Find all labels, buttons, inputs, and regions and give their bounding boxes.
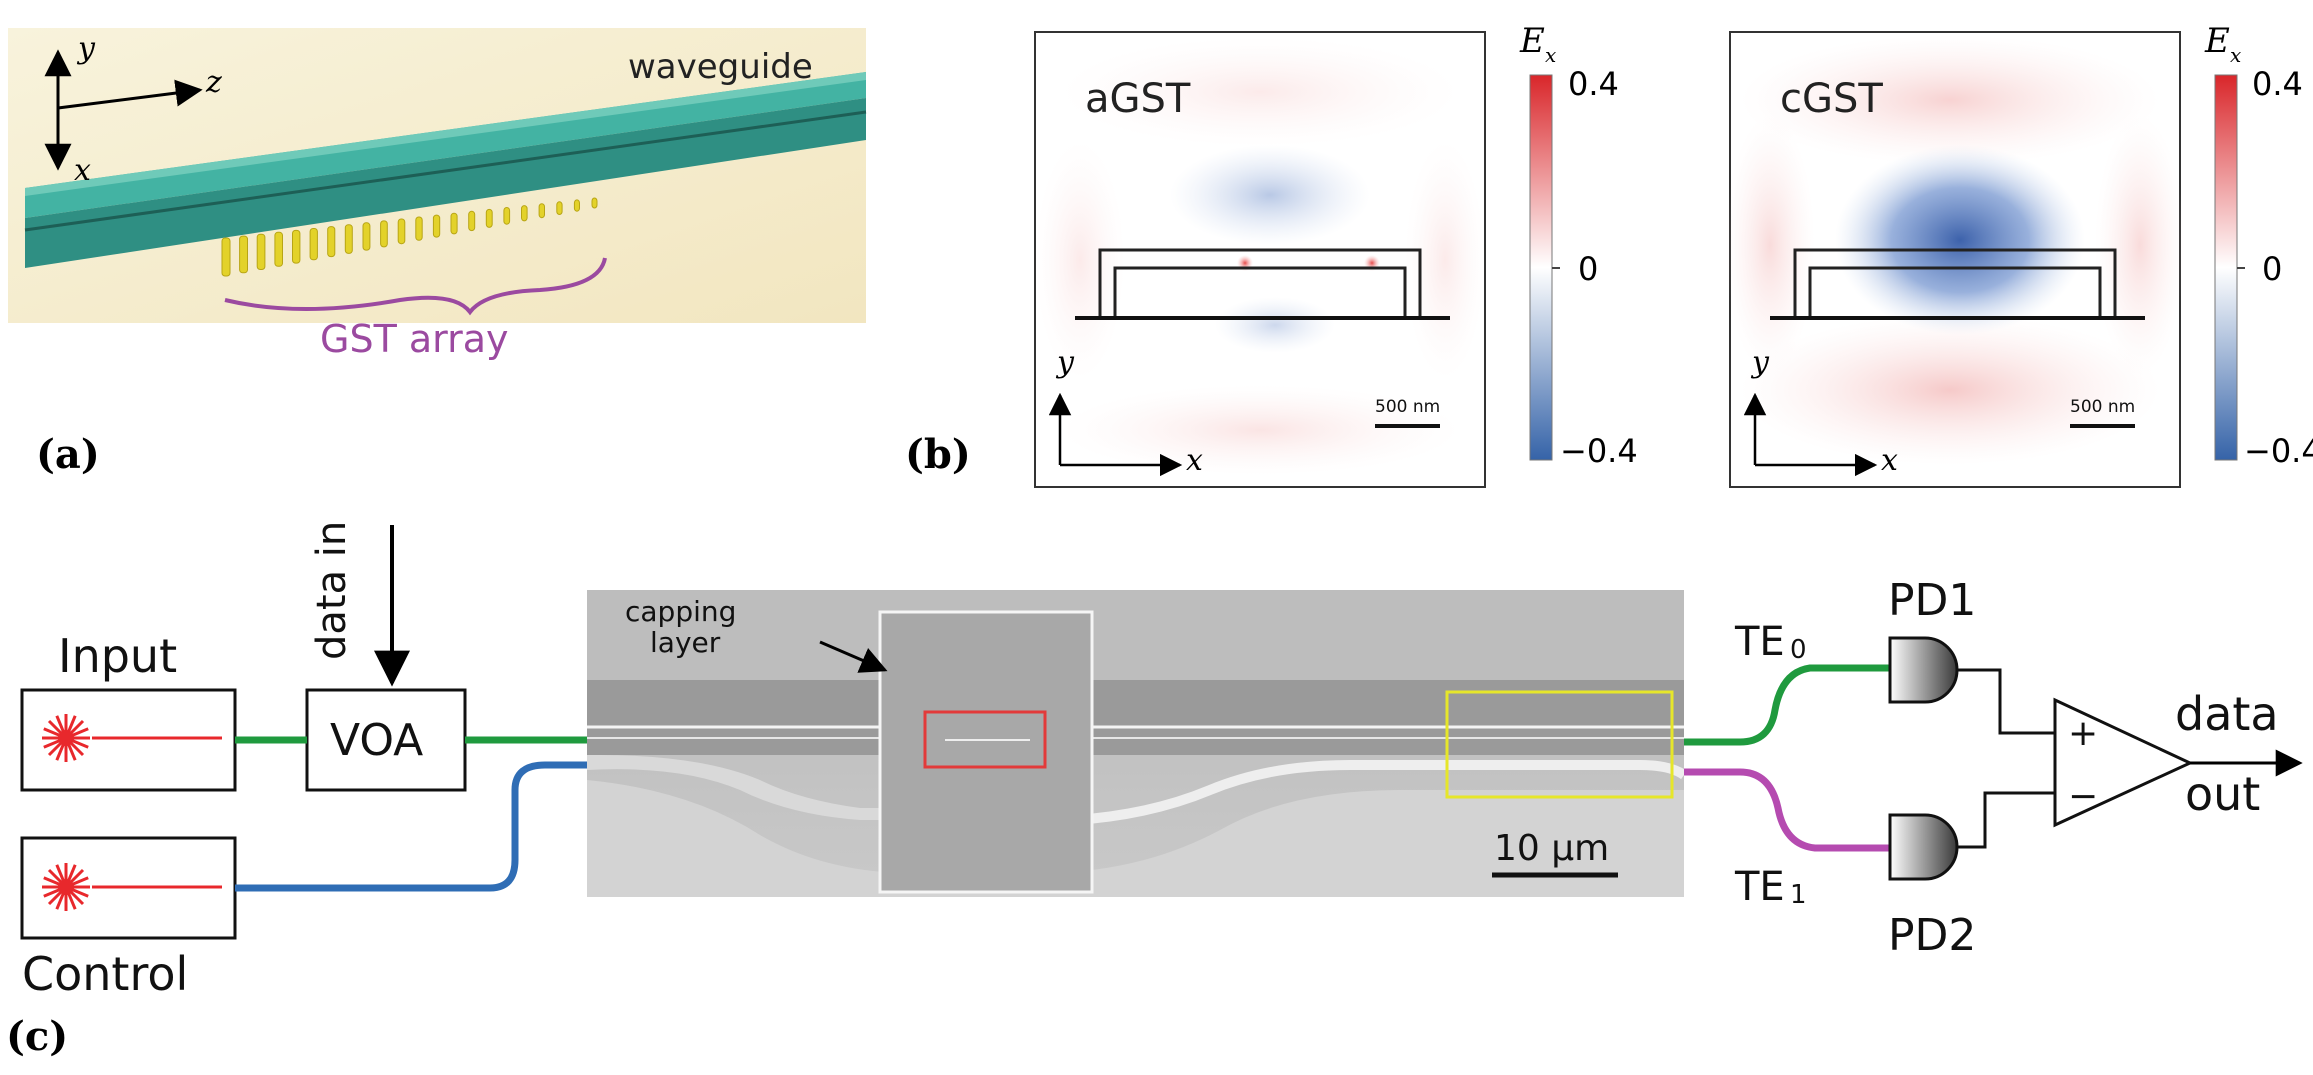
axis-z-label: z [205,65,222,100]
gst-array [221,197,598,277]
gst-element [239,235,249,274]
differential-amplifier-icon [2053,697,2194,828]
map-title-cgst: cGST [1780,76,1883,122]
colorbar-label: E [1519,21,1545,61]
gst-element [485,208,493,228]
panel-a-label: (a) [36,431,100,478]
colorbar-mid: 0 [1578,250,1598,288]
gst-element [344,224,353,254]
map-axis-y-cgst: y [1750,345,1770,380]
waveguide [24,72,867,268]
axes-icon-cgst [1743,392,1878,477]
colorbar-max: 0.4 [2252,65,2303,103]
gst-element [362,222,371,251]
colorbar-gradient [1529,74,1553,461]
capping-arrow [819,640,888,673]
waveguide-label: waveguide [628,47,813,87]
te1-label: TE [1734,864,1785,910]
gst-element [380,220,388,248]
colorbar-sub: x [2230,43,2241,67]
sem-image [587,590,1687,897]
gst-element [256,233,266,270]
colorbar-gradient [2214,74,2238,461]
gst-element [292,229,301,264]
gst-array-brace [224,257,607,316]
gst-element [503,207,511,225]
panel-b: aGST 500 nm y x E x 0.4 0 −0.4 [905,21,2313,488]
gst-element [591,197,598,209]
panel-c: Input Control VOA data in [6,521,2303,1060]
axes-icon-agst [1048,392,1183,477]
fiber-te1-magenta [1684,768,1890,852]
capping-label-line1: capping [625,595,736,628]
control-label: Control [22,947,188,1001]
data-out-line1: data [2175,687,2279,741]
colorbar-cgst: E x 0.4 0 −0.4 [2204,21,2313,470]
colorbar-max: 0.4 [1568,65,1619,103]
yellow-highlight-box [1445,690,1674,799]
voa-label: VOA [330,715,423,766]
axis-x-label: x [74,153,91,188]
axis-y-label: y [76,31,96,66]
input-laser [20,688,237,792]
gst-array-label: GST array [320,317,509,361]
panel-c-label: (c) [6,1013,68,1060]
capping-layer-region [878,610,1094,894]
gst-element [221,237,231,277]
wire-pd1 [1957,668,2055,735]
wire-pd2 [1957,791,2055,849]
gst-element [327,226,336,258]
pd2-detector-icon [1888,813,1959,881]
map-axis-x-agst: x [1186,443,1203,478]
gst-element [274,231,283,267]
amp-plus: + [2068,713,2098,754]
gst-element [468,210,476,232]
colorbar-min: −0.4 [1560,432,1638,470]
gst-element [450,212,458,235]
axes-icon-a [44,49,203,171]
colorbar-mid: 0 [2262,250,2282,288]
voa-box [305,688,467,792]
te0-label: TE [1734,619,1785,665]
red-highlight-box [923,710,1047,769]
gst-element [538,203,545,219]
laser-burst-icon [42,714,90,762]
colorbar-sub: x [1545,43,1556,67]
pd1-label: PD1 [1888,575,1976,626]
amp-minus: − [2068,776,2098,817]
data-in-label: data in [309,521,355,660]
te1-sub: 1 [1790,880,1807,910]
field-map-agst: aGST 500 nm y x [1034,31,1486,488]
fiber-control-blue [235,761,590,892]
input-label: Input [58,629,177,683]
gst-element [556,201,563,216]
map-axis-y-agst: y [1055,345,1075,380]
pd1-detector-icon [1888,636,1959,704]
gst-element [432,214,441,238]
gst-element [521,205,528,222]
gst-element [415,216,423,241]
panel-b-label: (b) [905,431,971,478]
colorbar-agst: E x 0.4 0 −0.4 [1519,21,1638,470]
data-out-line2: out [2185,767,2260,821]
pd2-label: PD2 [1888,910,1976,961]
gst-element [309,228,318,261]
laser-burst-icon [42,863,90,911]
scale-bar-label-cgst: 500 nm [2070,397,2135,417]
te0-sub: 0 [1790,635,1807,665]
panel-a: y z x waveguide GST array (a) [8,28,867,478]
field-map-cgst: cGST 500 nm y x [1725,31,2185,488]
capping-label-line2: layer [650,626,721,659]
gst-element [573,199,581,212]
map-title-agst: aGST [1085,76,1191,122]
colorbar-min: −0.4 [2244,432,2313,470]
fiber-te0-green [1684,664,1890,746]
scale-bar-label-agst: 500 nm [1375,397,1440,417]
colorbar-label: E [2204,21,2230,61]
sem-scale-label: 10 µm [1494,828,1609,869]
control-laser [20,836,237,940]
map-axis-x-cgst: x [1881,443,1898,478]
gst-element [397,218,406,245]
